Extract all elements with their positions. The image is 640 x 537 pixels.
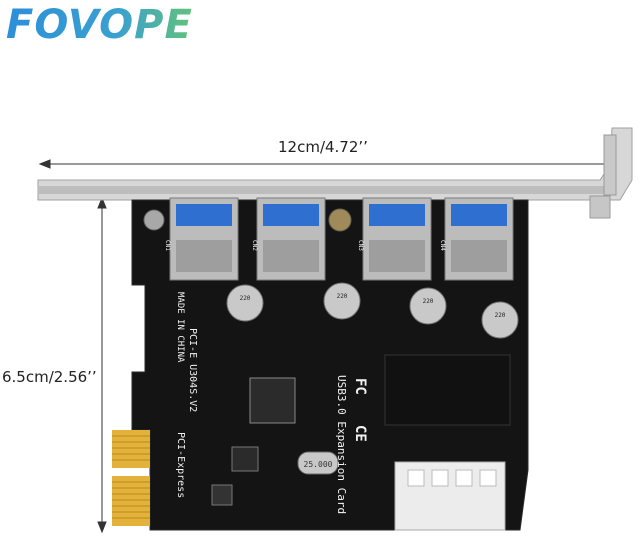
screw-left [143, 209, 165, 231]
board-origin-text: MADE IN CHINA [175, 292, 185, 363]
svg-text:220: 220 [337, 293, 348, 300]
height-dimension-arrow [97, 196, 107, 534]
svg-text:220: 220 [240, 295, 251, 302]
board-interface-text: PCI-Express [175, 432, 186, 498]
crystal-label: 25.000 [304, 460, 333, 469]
usb-port-3 [362, 197, 432, 281]
board-model-text: PCI-E U304S.V2 [187, 328, 198, 412]
pcie-finger-lines [112, 435, 150, 519]
capacitor-3: 220 [409, 287, 447, 325]
usb-port-4 [444, 197, 514, 281]
metal-bracket [37, 127, 633, 219]
width-label: 12cm/4.72’’ [278, 138, 368, 156]
capacitor-2: 220 [323, 282, 361, 320]
regulator-chip [231, 446, 259, 472]
ce-mark: CE [352, 425, 368, 442]
capacitor-1: 220 [226, 284, 264, 322]
controller-chip [249, 377, 296, 424]
height-label: 6.5cm/2.56’’ [2, 368, 97, 386]
brand-logo: FOVOPE [6, 2, 193, 48]
port-label-4: CN4 [439, 240, 446, 251]
port-label-1: CN1 [164, 240, 171, 251]
port-label-3: CN3 [357, 240, 364, 251]
power-connector [394, 461, 506, 531]
capacitor-4: 220 [481, 301, 519, 339]
brand-name: FOVOPE [6, 2, 193, 48]
svg-text:220: 220 [423, 298, 434, 305]
screw-center [328, 208, 352, 232]
port-label-2: CN2 [251, 240, 258, 251]
usb-port-1 [169, 197, 239, 281]
usb-port-2 [256, 197, 326, 281]
pcb-board [131, 199, 529, 531]
inductor [211, 484, 233, 506]
width-dimension-arrow [38, 159, 620, 169]
board-title-text: USB3.0 Expansion Card [335, 375, 348, 514]
crystal-oscillator: 25.000 [297, 451, 339, 475]
fc-mark: FC [352, 378, 368, 395]
svg-text:220: 220 [495, 312, 506, 319]
